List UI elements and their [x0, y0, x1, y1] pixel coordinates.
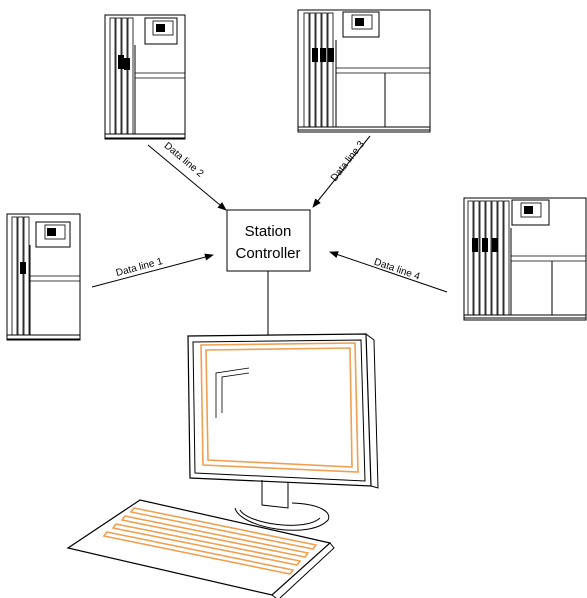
computer-monitor	[187, 333, 379, 489]
computer-stand	[234, 480, 330, 531]
data-line-1: Data line 1	[91, 253, 214, 288]
fuel-dispenser-3	[297, 9, 431, 133]
data-line-3-label: Data line 3	[329, 139, 367, 184]
data-line-4: Data line 4	[329, 251, 448, 293]
fuel-dispenser-2	[104, 14, 186, 140]
computer-workstation	[66, 333, 379, 598]
data-line-2: Data line 2	[147, 141, 227, 211]
station-controller: Station Controller	[226, 209, 311, 272]
data-line-1-label: Data line 1	[115, 256, 164, 279]
fuel-dispenser-1	[6, 213, 81, 341]
controller-label-line1: Station	[245, 223, 292, 240]
data-line-3: Data line 3	[312, 135, 371, 208]
data-line-4-label: Data line 4	[372, 257, 421, 283]
data-line-2-label: Data line 2	[162, 141, 206, 180]
controller-label-line2: Controller	[235, 245, 300, 262]
computer-keyboard	[66, 499, 335, 598]
fuel-dispenser-4	[463, 197, 587, 321]
